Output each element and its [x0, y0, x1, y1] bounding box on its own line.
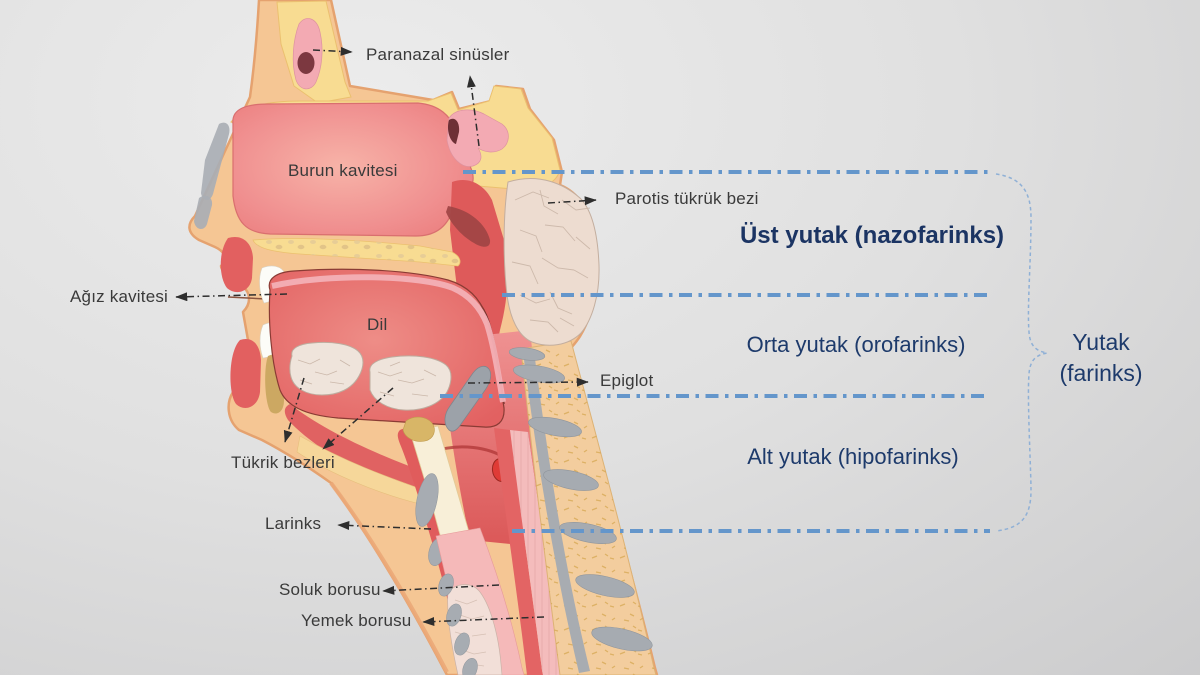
sphenoid-sinus-opening [447, 118, 460, 144]
salivary-glands [289, 341, 452, 411]
pharynx-brace [995, 173, 1048, 532]
nasal-cartilage-tip [194, 195, 213, 230]
label-yutak-farinks: Yutak (farinks) [1059, 327, 1142, 389]
label-yutak-line1: Yutak [1072, 329, 1130, 355]
upper-lip-muscle [220, 236, 253, 293]
pointer-lines [175, 46, 597, 627]
region-ust-yutak: Üst yutak (nazofarinks) [739, 222, 1005, 249]
label-paranazal-sinusler: Paranazal sinüsler [366, 45, 510, 64]
lower-lip-muscle [230, 338, 261, 408]
label-larinks: Larinks [265, 514, 322, 533]
label-tukrik-bezleri: Tükrik bezleri [231, 453, 335, 472]
thyroid-cartilage [415, 473, 439, 527]
label-parotis-tukruk-bezi: Parotis tükrük bezi [615, 189, 759, 208]
frontal-sinus-opening [297, 52, 315, 74]
pointer-tukrik-1 [283, 377, 305, 443]
sphenoid-sinus [446, 109, 509, 167]
pointer-larinks [337, 520, 432, 530]
region-alt-yutak: Alt yutak (hipofarinks) [747, 444, 959, 469]
vertebral-discs [508, 347, 653, 652]
label-soluk-borusu: Soluk borusu [279, 580, 381, 599]
label-yutak-line2: (farinks) [1059, 360, 1143, 386]
nasal-cartilage-upper [201, 122, 230, 200]
pointer-agiz [175, 292, 288, 302]
pointer-yemek [422, 616, 545, 627]
label-yemek-borusu: Yemek borusu [301, 611, 412, 630]
pointer-paranazal-horizontal [312, 46, 353, 56]
hard-palate-texture [253, 238, 460, 266]
label-burun-kavitesi: Burun kavitesi [288, 161, 398, 180]
label-agiz-kavitesi: Ağız kavitesi [70, 287, 169, 306]
esophagus-inner-texture [510, 430, 561, 675]
parotid-texture [511, 189, 591, 333]
pointer-paranazal-vertical [466, 75, 480, 147]
pointer-epiglot [467, 377, 589, 387]
salivary-gland-1 [289, 341, 364, 396]
mouth-floor-muscle [284, 404, 440, 498]
soft-palate-uvula [446, 206, 491, 247]
mouth-crease [227, 296, 267, 300]
pointer-soluk [382, 584, 500, 595]
label-dil: Dil [367, 315, 388, 334]
tongue-dorsum-band [271, 274, 506, 403]
region-orta-yutak: Orta yutak (orofarinks) [746, 332, 966, 357]
hyoid-bone [402, 416, 435, 442]
region-divider-lines [440, 170, 992, 533]
label-epiglot: Epiglot [600, 371, 654, 390]
esophagus-outer-left [494, 428, 543, 675]
parotid-gland [503, 178, 600, 346]
neck-front-skin-line [329, 481, 449, 673]
salivary-gland-texture [297, 358, 437, 397]
tracheal-rings [438, 573, 478, 675]
